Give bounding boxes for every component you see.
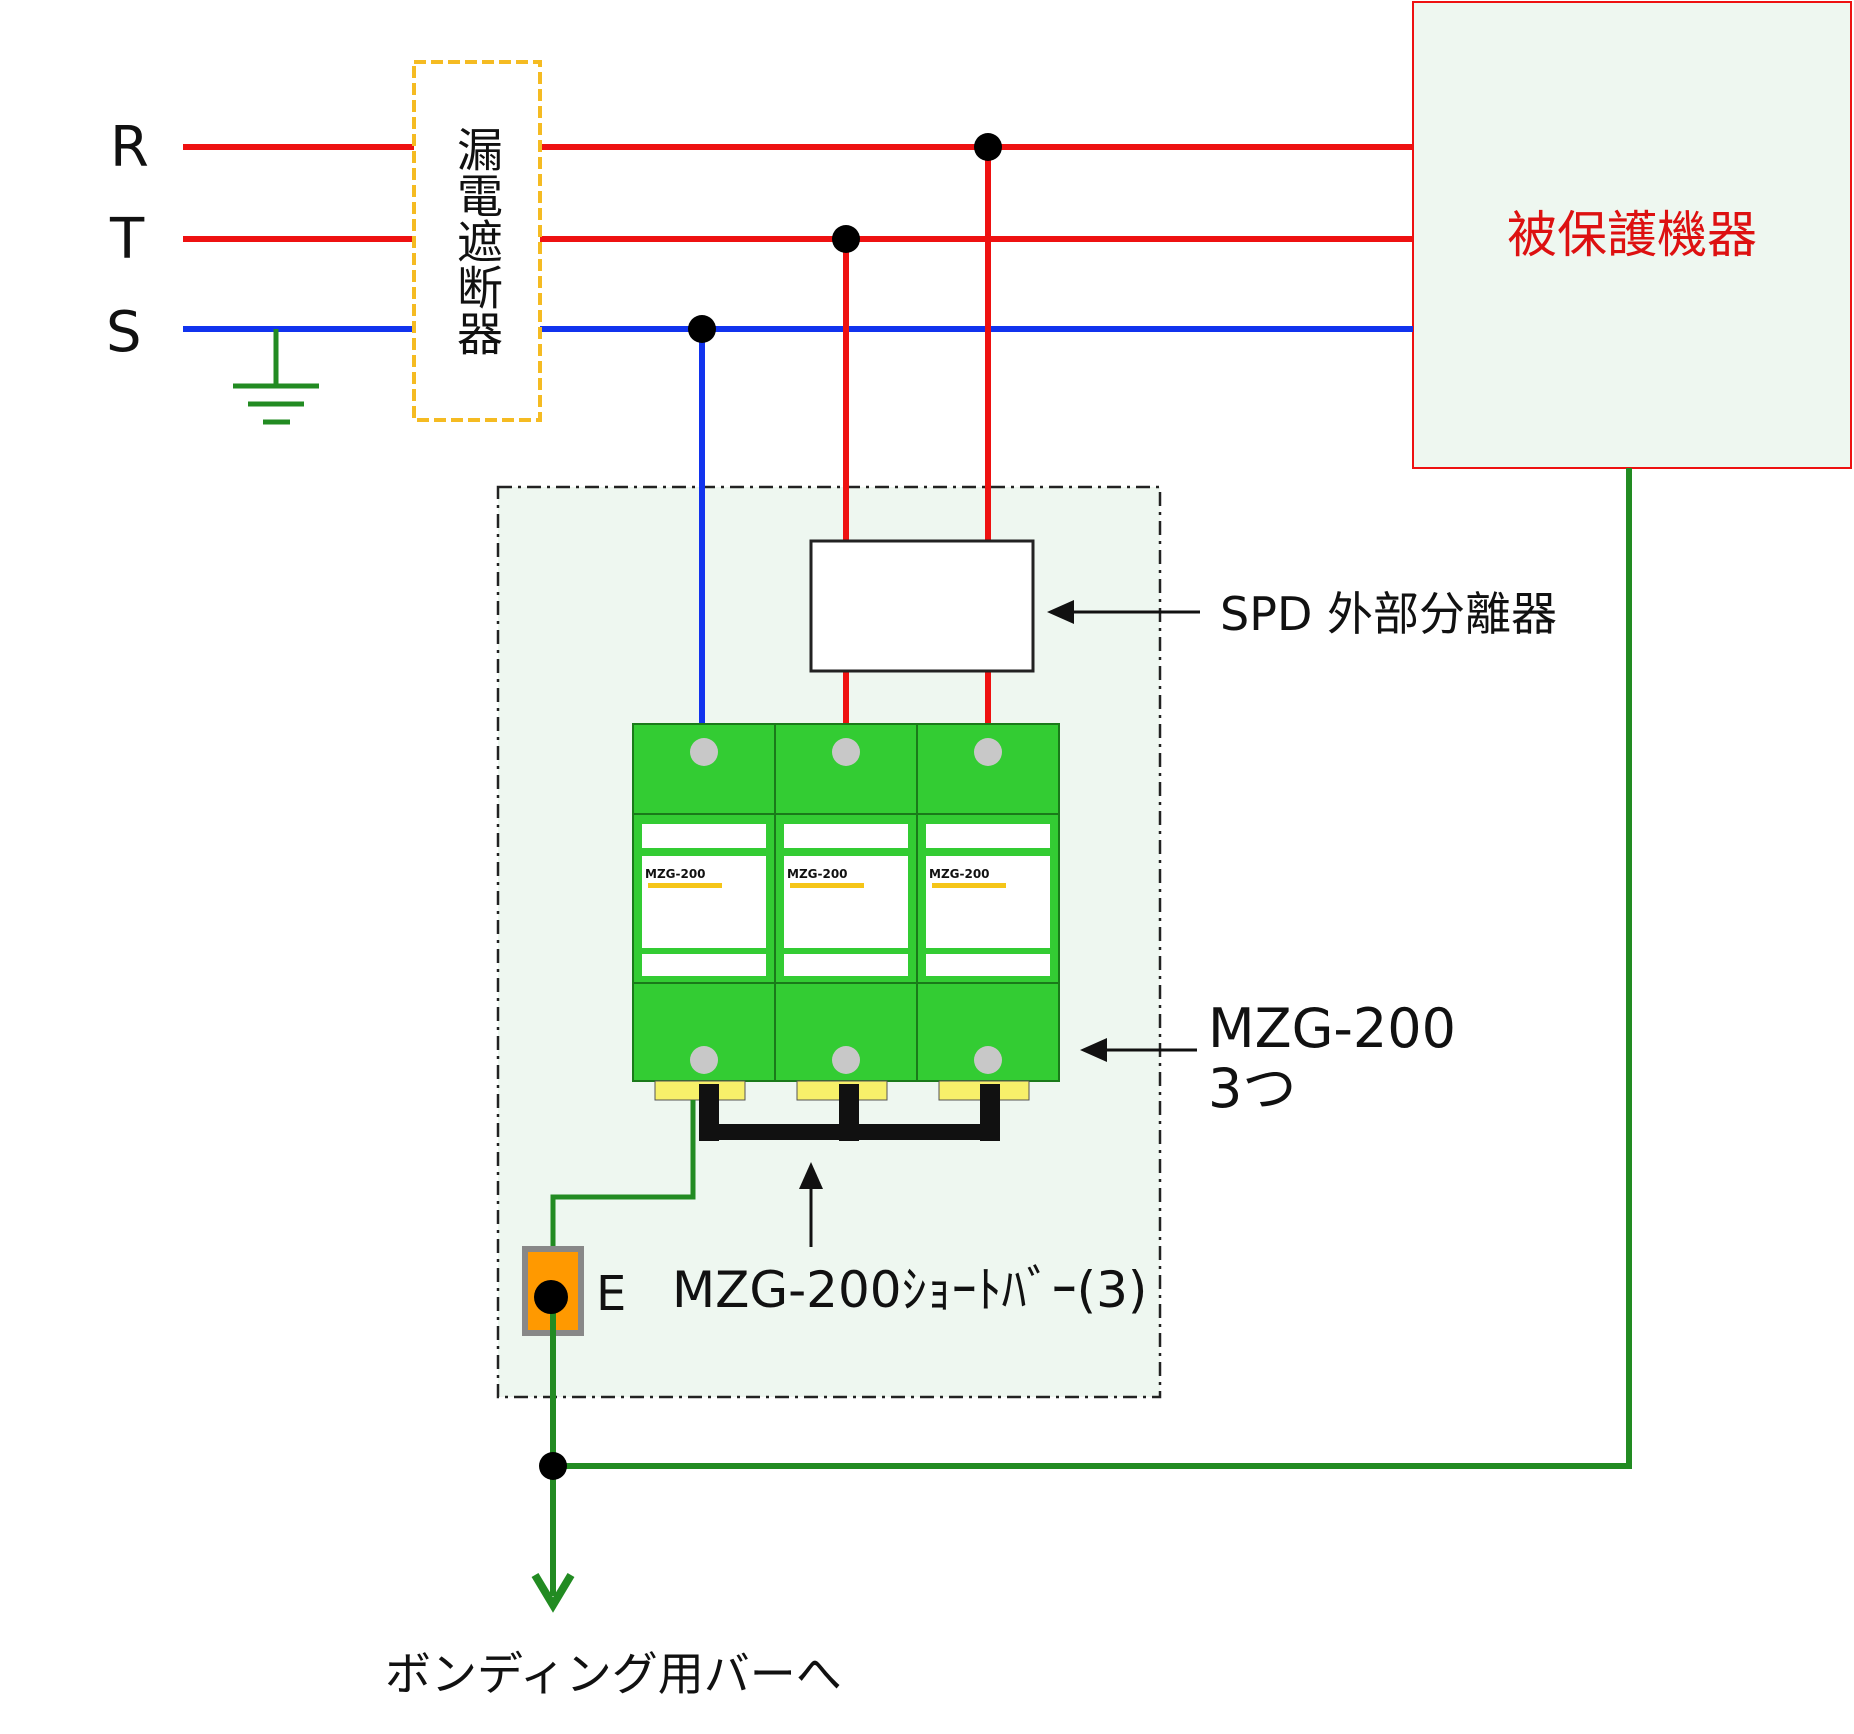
line-label-s: S (106, 300, 142, 365)
module-label-2: MZG-200 (787, 867, 848, 881)
protected-equipment-label: 被保護機器 (1507, 206, 1757, 264)
module-label-1: MZG-200 (645, 867, 706, 881)
module-screw-icon (690, 1046, 718, 1074)
module-screw-icon (974, 1046, 1002, 1074)
mzg-module-1: MZG-200 (632, 723, 776, 1101)
short-bar-callout-arrow (799, 1162, 823, 1247)
earth-junction-dot (539, 1452, 567, 1480)
bonding-label: ボンディング用バーへ (385, 1647, 842, 1701)
short-bar (699, 1084, 1000, 1141)
power-lines (183, 144, 1413, 332)
earth-terminal-dot (534, 1280, 568, 1314)
bonding-arrow-icon (531, 1572, 575, 1613)
mzg-module-2: MZG-200 (774, 723, 918, 1101)
module-label-3: MZG-200 (929, 867, 990, 881)
earth-leakage-breaker (412, 60, 542, 422)
module-screw-icon (690, 738, 718, 766)
modules-callout-arrow (1080, 1038, 1197, 1062)
junction-dot-s (688, 315, 716, 343)
modules-callout-line2: 3つ (1208, 1057, 1296, 1120)
protected-equipment-box (1412, 1, 1852, 469)
equipment-earth-wire (553, 468, 1632, 1469)
module-screw-icon (832, 1046, 860, 1074)
mzg-module-3: MZG-200 (916, 723, 1060, 1101)
module-screw-icon (974, 738, 1002, 766)
junction-dot-t (832, 225, 860, 253)
short-bar-label: MZG-200ｼｮｰﾄﾊﾞｰ(3) (672, 1261, 1147, 1319)
disconnector-callout-arrow (1047, 600, 1200, 624)
breaker-label: 漏電遮断器 (450, 126, 504, 356)
earth-terminal-label: E (596, 1266, 626, 1322)
disconnector-label: SPD 外部分離器 (1220, 587, 1557, 641)
spd-external-disconnector (809, 539, 1035, 673)
junction-dot-r (974, 133, 1002, 161)
modules-callout-line1: MZG-200 (1208, 997, 1456, 1060)
module-screw-icon (832, 738, 860, 766)
line-label-t: T (109, 207, 145, 272)
mzg-200-modules: MZG-200 MZG-200 MZ (632, 723, 1060, 1101)
line-label-r: R (110, 115, 149, 180)
ground-icon (233, 329, 319, 425)
